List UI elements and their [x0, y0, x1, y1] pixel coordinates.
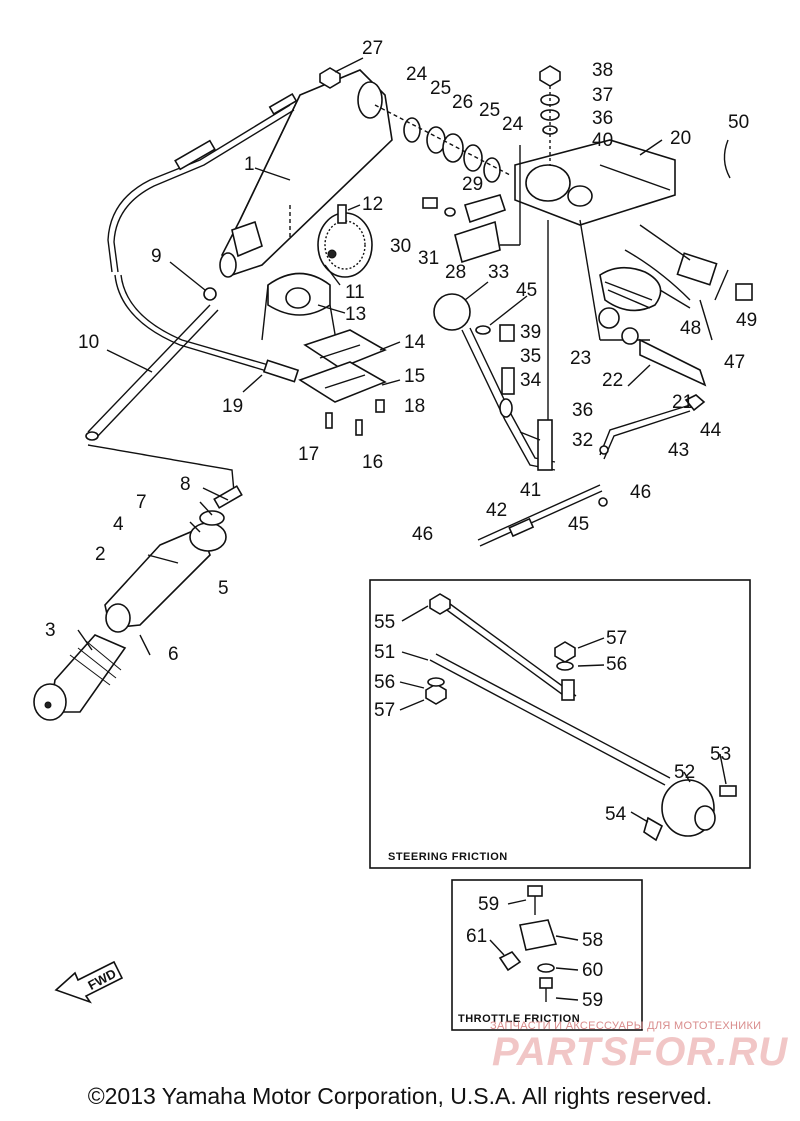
shaft-10: [85, 287, 219, 441]
callout-52: 52: [674, 762, 695, 783]
plate-assembly: [298, 329, 387, 436]
callout-16: 16: [362, 452, 383, 473]
callout-numbers: 27 1 9 10 12 11 13 14 15 18 19 17 16 8 7…: [45, 38, 757, 1011]
callout-14: 14: [404, 332, 426, 353]
callout-49: 49: [736, 310, 757, 331]
callout-54: 54: [605, 804, 627, 825]
callout-36a: 36: [592, 108, 613, 129]
callout-31: 31: [418, 248, 439, 269]
callout-61: 61: [466, 926, 487, 947]
callout-51: 51: [374, 642, 395, 663]
callout-21: 21: [672, 392, 693, 413]
nut-stack: [539, 65, 561, 165]
callout-8: 8: [180, 474, 191, 495]
throttle-grip: [33, 485, 243, 721]
throttle-friction-box: [451, 879, 643, 1031]
callout-11: 11: [345, 282, 365, 303]
callout-53: 53: [710, 744, 731, 765]
callout-46a: 46: [630, 482, 651, 503]
callout-56b: 56: [606, 654, 627, 675]
copyright-notice: ©2013 Yamaha Motor Corporation, U.S.A. A…: [87, 1083, 713, 1109]
callout-28: 28: [445, 262, 466, 283]
throttle-friction-title: THROTTLE FRICTION: [458, 1013, 580, 1025]
callout-42: 42: [486, 500, 507, 521]
link-rods: [477, 394, 706, 547]
callout-47: 47: [724, 352, 745, 373]
throttle-cable-lower: [114, 274, 300, 383]
callout-30: 30: [390, 236, 411, 257]
callout-60: 60: [582, 960, 603, 981]
callout-27: 27: [362, 38, 383, 59]
callout-10: 10: [78, 332, 99, 353]
callout-9: 9: [151, 246, 162, 267]
stop-switch: [598, 139, 753, 387]
callout-22: 22: [602, 370, 623, 391]
callout-20: 20: [670, 128, 691, 149]
callout-12: 12: [362, 194, 383, 215]
callout-55: 55: [374, 612, 395, 633]
tiller-arm: [219, 69, 393, 278]
fwd-arrow: FWD: [54, 960, 124, 1004]
shift-lever: [433, 293, 556, 471]
callout-34: 34: [520, 370, 542, 391]
callout-24a: 24: [406, 64, 428, 85]
callout-2: 2: [95, 544, 106, 565]
callout-38: 38: [592, 60, 613, 81]
callout-56a: 56: [374, 672, 395, 693]
callout-25a: 25: [430, 78, 451, 99]
callout-19: 19: [222, 396, 243, 417]
callout-3: 3: [45, 620, 56, 641]
watermark-logo: PARTSFOR.RU: [492, 1030, 789, 1074]
callout-13: 13: [345, 304, 366, 325]
callout-23: 23: [570, 348, 591, 369]
callout-35: 35: [520, 346, 541, 367]
callout-57b: 57: [606, 628, 627, 649]
leader-lines: [77, 57, 729, 651]
callout-46b: 46: [412, 524, 433, 545]
callout-17: 17: [298, 444, 319, 465]
callout-41: 41: [520, 480, 541, 501]
callout-45b: 45: [568, 514, 589, 535]
steering-friction-title: STEERING FRICTION: [388, 851, 508, 863]
callout-37: 37: [592, 85, 613, 106]
callout-59a: 59: [478, 894, 499, 915]
callout-44: 44: [700, 420, 722, 441]
callout-50: 50: [728, 112, 749, 133]
callout-48: 48: [680, 318, 701, 339]
callout-29: 29: [462, 174, 483, 195]
callout-25b: 25: [479, 100, 500, 121]
gear-assembly: [261, 204, 373, 341]
callout-43: 43: [668, 440, 689, 461]
callout-6: 6: [168, 644, 179, 665]
callout-39: 39: [520, 322, 541, 343]
callout-58: 58: [582, 930, 603, 951]
callout-24b: 24: [502, 114, 524, 135]
steering-friction-box: [369, 579, 751, 869]
callout-26: 26: [452, 92, 473, 113]
callout-33: 33: [488, 262, 509, 283]
callout-15: 15: [404, 366, 425, 387]
callout-59b: 59: [582, 990, 603, 1011]
callout-1: 1: [244, 154, 255, 175]
watermark-subtitle: ЗАПЧАСТИ И АКСЕССУАРЫ ДЛЯ МОТОТЕХНИКИ: [490, 1020, 762, 1032]
callout-18: 18: [404, 396, 425, 417]
bracket-28: [422, 194, 507, 264]
nut-27: [319, 67, 341, 89]
callout-32: 32: [572, 430, 593, 451]
callout-57a: 57: [374, 700, 395, 721]
callout-45a: 45: [516, 280, 537, 301]
callout-7: 7: [136, 492, 147, 513]
callout-4: 4: [113, 514, 124, 535]
callout-40: 40: [592, 130, 613, 151]
throttle-cable-upper: [107, 92, 298, 273]
callout-5: 5: [218, 578, 229, 599]
bracket-assembly: [500, 139, 676, 420]
callout-36b: 36: [572, 400, 593, 421]
washer-stack: [374, 104, 511, 183]
